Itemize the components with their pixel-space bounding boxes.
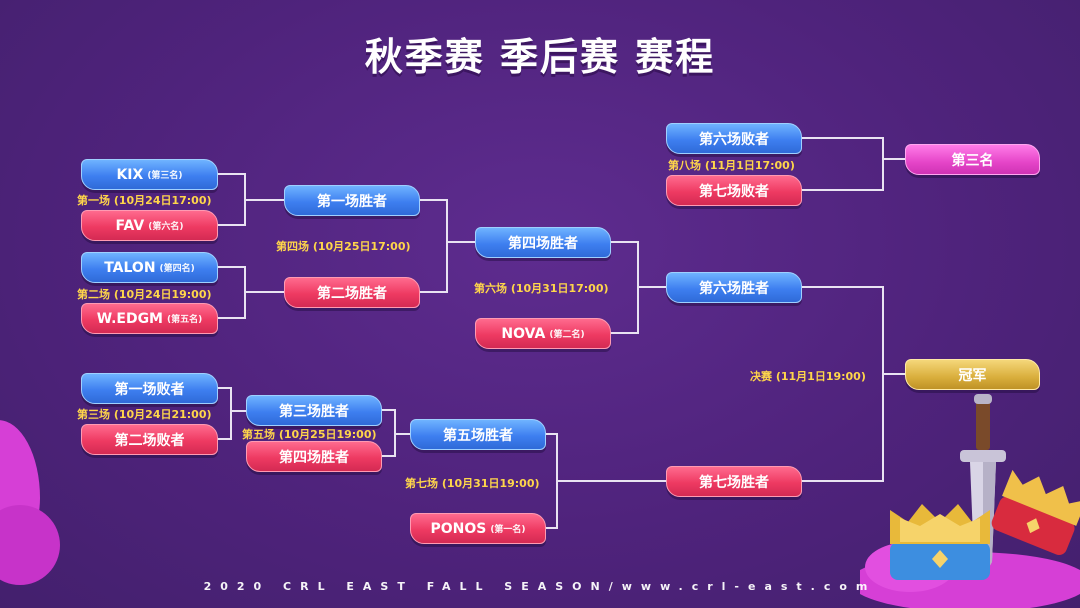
team-seed: (第一名)	[490, 525, 526, 535]
slot-m2-winner[interactable]: 第二场胜者	[284, 277, 420, 308]
slot-m1-winner[interactable]: 第一场胜者	[284, 185, 420, 216]
team-talon[interactable]: TALON (第四名)	[81, 252, 218, 283]
team-seed: (第五名)	[167, 315, 203, 325]
final-label: 决赛 (11月1日19:00)	[750, 370, 866, 383]
team-seed: (第三名)	[147, 171, 183, 181]
slot-m5-winner[interactable]: 第五场胜者	[410, 419, 546, 450]
slot-m2-loser[interactable]: 第二场败者	[81, 424, 218, 455]
match-1-label: 第一场 (10月24日17:00)	[77, 194, 212, 207]
match-2-label: 第二场 (10月24日19:00)	[77, 288, 212, 301]
footer-text: 2020 CRL EAST FALL SEASON/www.crl-east.c…	[203, 580, 877, 593]
team-name: NOVA	[501, 325, 546, 342]
match-4-label: 第四场 (10月25日17:00)	[276, 240, 411, 253]
match-8-label: 第八场 (11月1日17:00)	[668, 159, 795, 172]
slot-m7-loser[interactable]: 第七场败者	[666, 175, 802, 206]
slot-m7-winner[interactable]: 第七场胜者	[666, 466, 802, 497]
team-fav[interactable]: FAV (第六名)	[81, 210, 218, 241]
team-name: PONOS	[430, 520, 487, 537]
team-seed: (第六名)	[148, 222, 184, 232]
sword-crowns-icon	[860, 394, 1080, 608]
team-ponos[interactable]: PONOS (第一名)	[410, 513, 546, 544]
match-5-label: 第五场 (10月25日19:00)	[242, 428, 377, 441]
team-nova[interactable]: NOVA (第二名)	[475, 318, 611, 349]
slime-decoration	[0, 505, 60, 585]
match-6-label: 第六场 (10月31日17:00)	[474, 282, 609, 295]
match-7-label: 第七场 (10月31日19:00)	[405, 477, 540, 490]
page-title: 秋季赛 季后赛 赛程	[364, 35, 716, 79]
slot-m6-winner[interactable]: 第六场胜者	[666, 272, 802, 303]
team-name: W.EDGM	[96, 310, 163, 327]
team-kix[interactable]: KIX (第三名)	[81, 159, 218, 190]
slot-third-place[interactable]: 第三名	[905, 144, 1040, 175]
team-name: KIX	[116, 166, 144, 183]
slot-m4-winner-lower[interactable]: 第四场胜者	[246, 441, 382, 472]
slot-m3-winner[interactable]: 第三场胜者	[246, 395, 382, 426]
team-name: TALON	[104, 259, 156, 276]
team-seed: (第四名)	[159, 264, 195, 274]
team-name: FAV	[115, 217, 145, 234]
slot-champion[interactable]: 冠军	[905, 359, 1040, 390]
slot-m4-winner[interactable]: 第四场胜者	[475, 227, 611, 258]
slot-m1-loser[interactable]: 第一场败者	[81, 373, 218, 404]
match-3-label: 第三场 (10月24日21:00)	[77, 408, 212, 421]
slot-m6-loser[interactable]: 第六场败者	[666, 123, 802, 154]
team-wedgm[interactable]: W.EDGM (第五名)	[81, 303, 218, 334]
team-seed: (第二名)	[549, 330, 585, 340]
